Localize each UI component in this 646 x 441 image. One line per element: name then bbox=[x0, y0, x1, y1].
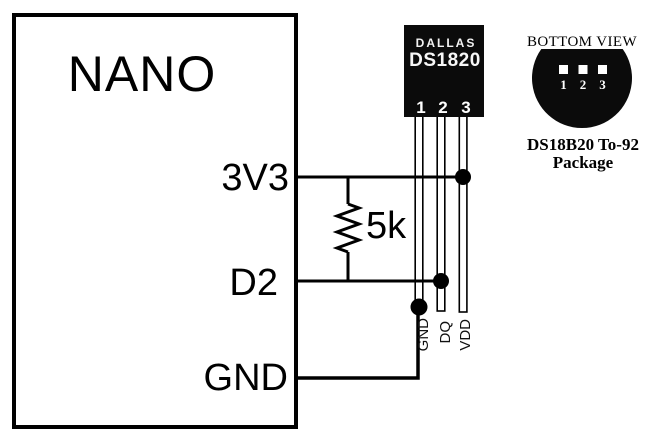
bottom-view-caption-line1: DS18B20 To-92 bbox=[527, 135, 639, 154]
sensor-body bbox=[404, 25, 484, 117]
to92-pin1-number: 1 bbox=[560, 77, 567, 92]
bottom-view-title: BOTTOM VIEW bbox=[527, 34, 638, 50]
sensor-pin2-number: 2 bbox=[438, 98, 447, 117]
resistor-value-label: 5k bbox=[366, 205, 407, 247]
sensor-lead-vdd-label: VDD bbox=[457, 319, 474, 351]
sensor-pin3-number: 3 bbox=[461, 98, 470, 117]
sensor-lead-3 bbox=[458, 111, 468, 313]
bottom-view-caption-line2: Package bbox=[553, 153, 614, 172]
resistor-symbol bbox=[332, 177, 364, 281]
sensor-lead-1 bbox=[414, 111, 424, 306]
nano-pin-3v3-label: 3V3 bbox=[221, 157, 289, 199]
to92-pin2-number: 2 bbox=[580, 77, 587, 92]
bottom-view-detail: BOTTOM VIEW 1 2 3 DS18B20 To-92 Package bbox=[527, 34, 639, 172]
to92-pin2-pad bbox=[578, 65, 588, 74]
sensor-model-label: DS1820 bbox=[409, 50, 481, 71]
sensor-pin1-number: 1 bbox=[416, 98, 425, 117]
sensor-lead-dq-label: DQ bbox=[437, 321, 454, 344]
resistor-zigzag bbox=[332, 202, 364, 254]
nano-pin-d2-label: D2 bbox=[229, 262, 278, 304]
nano-board-title: NANO bbox=[68, 46, 216, 102]
to92-pin3-number: 3 bbox=[599, 77, 606, 92]
junction-dot-dq bbox=[433, 273, 449, 289]
wire-gnd-to-pin1 bbox=[296, 306, 420, 380]
nano-pin-gnd-label: GND bbox=[204, 357, 288, 399]
sensor-brand-label: DALLAS bbox=[416, 36, 477, 50]
to92-pin1-pad bbox=[559, 65, 568, 74]
junction-dot-gnd bbox=[410, 298, 428, 316]
junction-dot-vdd bbox=[455, 169, 471, 185]
sensor-lead-gnd-label: GND bbox=[415, 318, 432, 352]
nano-board-outline bbox=[12, 13, 298, 429]
to92-pin3-pad bbox=[598, 65, 607, 74]
